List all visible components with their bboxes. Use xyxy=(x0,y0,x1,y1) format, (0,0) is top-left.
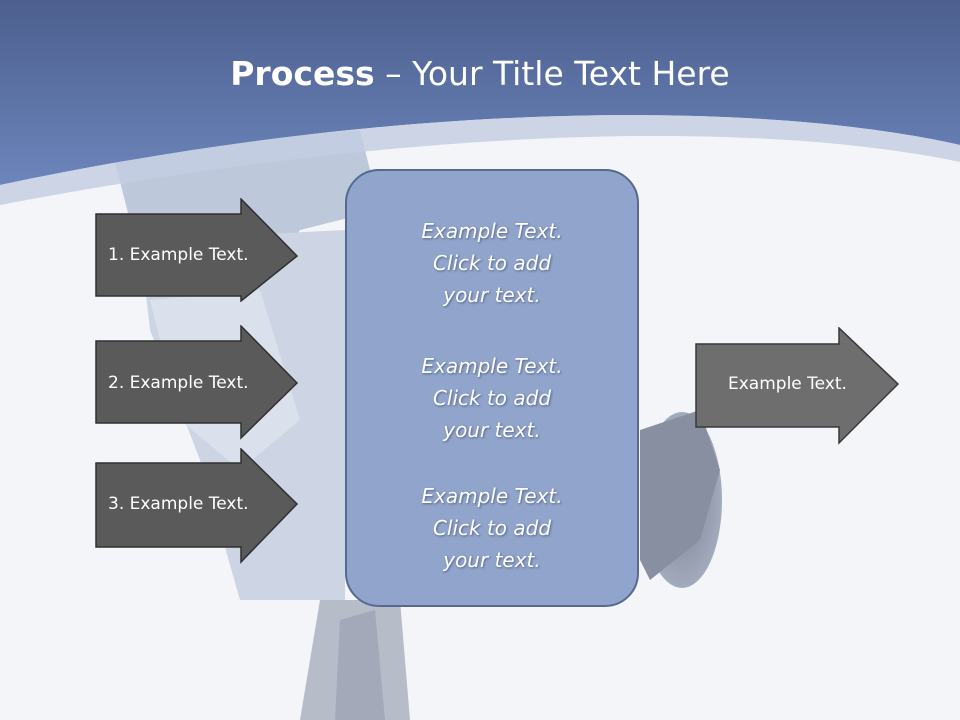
right-arrow-label: Example Text. xyxy=(728,374,847,394)
slide-title: Process – Your Title Text Here xyxy=(0,52,960,96)
block-line: Example Text. xyxy=(421,354,563,378)
title-rest: – Your Title Text Here xyxy=(374,54,730,93)
center-block-2: Example Text. Click to add your text. xyxy=(347,350,637,446)
left-arrow-2[interactable]: 2. Example Text. xyxy=(95,325,299,440)
left-arrow-1-label: 1. Example Text. xyxy=(108,245,249,265)
block-line: Example Text. xyxy=(421,219,563,243)
block-line: your text. xyxy=(443,283,541,307)
left-arrow-1[interactable]: 1. Example Text. xyxy=(95,198,299,302)
center-block-3: Example Text. Click to add your text. xyxy=(347,480,637,576)
block-line: your text. xyxy=(443,418,541,442)
center-text-box[interactable]: Example Text. Click to add your text. Ex… xyxy=(345,169,639,607)
title-bold-part: Process xyxy=(230,54,375,93)
left-arrow-3-label: 3. Example Text. xyxy=(108,494,249,514)
right-arrow[interactable]: Example Text. xyxy=(695,327,900,445)
block-line: Click to add xyxy=(432,251,552,275)
block-line: Click to add xyxy=(432,516,552,540)
left-arrow-2-label: 2. Example Text. xyxy=(108,373,249,393)
left-arrow-3[interactable]: 3. Example Text. xyxy=(95,448,299,564)
block-line: Example Text. xyxy=(421,484,563,508)
block-line: Click to add xyxy=(432,386,552,410)
center-block-1: Example Text. Click to add your text. xyxy=(347,215,637,311)
block-line: your text. xyxy=(443,548,541,572)
